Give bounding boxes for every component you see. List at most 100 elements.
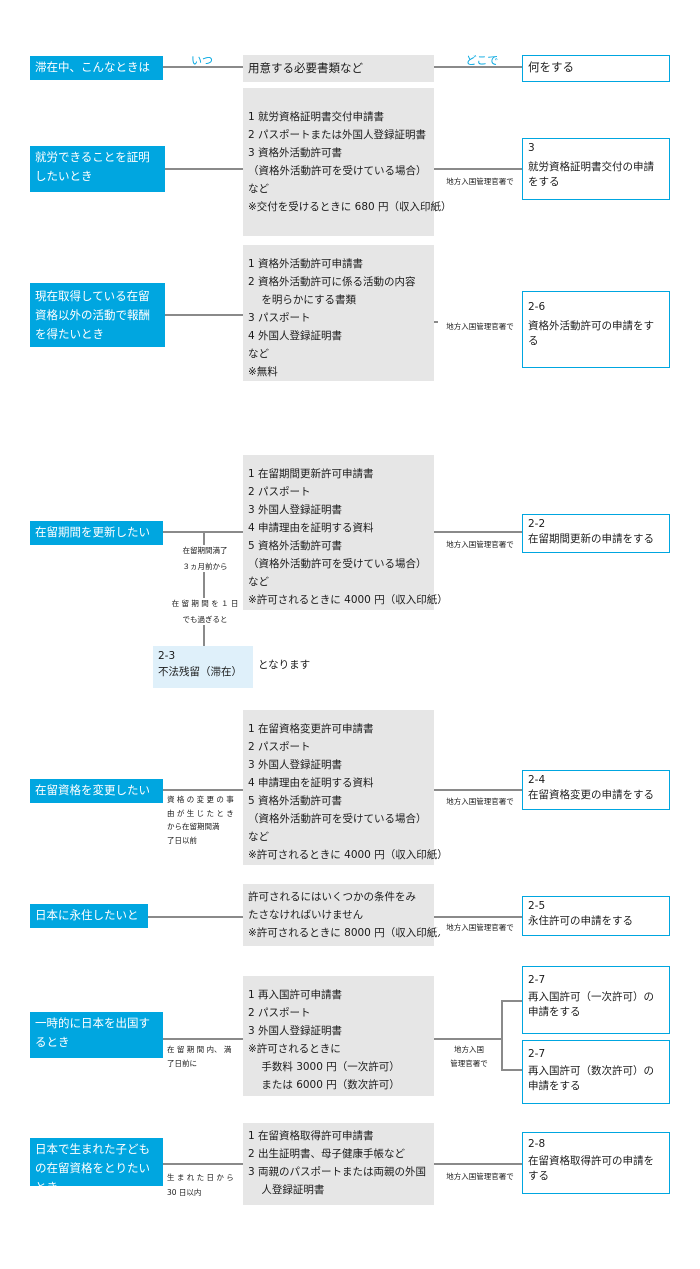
doc-item: 3 外国人登録証明書 bbox=[248, 759, 343, 771]
timing-note: 生 ま れ た 日 か ら 30 日以内 bbox=[167, 1172, 241, 1198]
doc-item: 5 資格外活動許可書 bbox=[248, 795, 343, 807]
situation-box: 在留期間を更新したいとき bbox=[30, 521, 163, 558]
situation-box: 日本に永住したいとき bbox=[30, 904, 148, 941]
result-text: 永住許可の申請をする bbox=[528, 915, 633, 927]
result-number: 2-7 bbox=[528, 1048, 546, 1060]
connector-line bbox=[163, 1038, 243, 1040]
doc-item: を明らかにする書類 bbox=[248, 294, 356, 306]
timing-text: から在留期間満 bbox=[167, 822, 220, 831]
office-label: 地方入国管理官署で bbox=[438, 176, 522, 188]
doc-item: 1 再入国許可申請書 bbox=[248, 989, 343, 1001]
doc-item: 2 パスポートまたは外国人登録証明書 bbox=[248, 129, 427, 141]
connector-line bbox=[501, 1069, 522, 1071]
doc-item: など bbox=[248, 576, 269, 588]
doc-item: ※許可されるときに bbox=[248, 1043, 341, 1055]
situation-text: 現在取得している在留資格以外の活動で報酬を得たいとき bbox=[35, 289, 150, 341]
documents-list: 1 在留資格変更許可申請書 2 パスポート 3 外国人登録証明書 4 申請理由を… bbox=[243, 710, 448, 865]
timing-note: 資 格 の 変 更 の 事 由 が 生 じ た と き から在留期間満 了日以前 bbox=[167, 794, 241, 846]
result-text: 就労資格証明書交付の申請をする bbox=[528, 161, 654, 188]
doc-item: 4 外国人登録証明書 bbox=[248, 330, 343, 342]
connector-line bbox=[434, 168, 522, 170]
header-docs: 用意する必要書類など bbox=[243, 55, 434, 82]
doc-note: ※許可されるときに 4000 円（収入印紙） bbox=[248, 849, 448, 861]
doc-item: 3 パスポート bbox=[248, 312, 311, 324]
result-text: 在留資格変更の申請をする bbox=[528, 789, 654, 801]
situation-text: 就労できることを証明したいとき bbox=[35, 150, 150, 183]
situation-text: 一時的に日本を出国するとき bbox=[35, 1016, 150, 1049]
header-title: 滞在中、こんなときは bbox=[30, 56, 163, 80]
timing-text: 資 格 の 変 更 の 事 bbox=[167, 795, 234, 804]
result-number: 2-5 bbox=[528, 900, 546, 912]
doc-item: 許可されるにはいくつかの条件をみ bbox=[248, 891, 416, 903]
result-box: 2-7 再入国許可（数次許可）の申請をする bbox=[522, 1040, 670, 1104]
result-number: 2-6 bbox=[528, 301, 546, 313]
connector-line bbox=[434, 789, 522, 791]
doc-item: 人登録証明書 bbox=[248, 1184, 325, 1196]
illegal-number: 2-3 bbox=[158, 650, 176, 662]
documents-list: 1 在留資格取得許可申請書 2 出生証明書、母子健康手帳など 3 両親のパスポー… bbox=[243, 1123, 434, 1205]
office-label: 地方入国管理官署で bbox=[438, 321, 522, 333]
doc-item: または 6000 円（数次許可） bbox=[248, 1079, 400, 1091]
timing-text: でも過ぎると bbox=[182, 614, 228, 624]
documents-list: 1 再入国許可申請書 2 パスポート 3 外国人登録証明書 ※許可されるときに … bbox=[243, 976, 434, 1096]
illegal-stay-box: 2-3 不法残留（滞在） bbox=[153, 646, 253, 688]
situation-box: 就労できることを証明したいとき bbox=[30, 146, 165, 192]
doc-item: 2 パスポート bbox=[248, 1007, 311, 1019]
result-number: 3 bbox=[528, 142, 535, 154]
connector-line bbox=[501, 1000, 522, 1002]
office-label-line: 地方入国 bbox=[454, 1045, 484, 1054]
connector-line bbox=[165, 168, 243, 170]
doc-item: 3 外国人登録証明書 bbox=[248, 1025, 343, 1037]
doc-item: （資格外活動許可を受けている場合） bbox=[248, 165, 427, 177]
doc-item: 1 在留資格取得許可申請書 bbox=[248, 1130, 374, 1142]
result-box: 2-8 在留資格取得許可の申請をする bbox=[522, 1132, 670, 1194]
documents-list: 1 資格外活動許可申請書 2 資格外活動許可に係る活動の内容 を明らかにする書類… bbox=[243, 245, 434, 381]
result-text: 在留資格取得許可の申請をする bbox=[528, 1155, 654, 1182]
doc-item: 2 パスポート bbox=[248, 486, 311, 498]
connector-line bbox=[165, 314, 243, 316]
doc-note: ※無料 bbox=[248, 366, 278, 378]
connector-line bbox=[148, 916, 243, 918]
timing-note: 在 留 期 間 内、 満 了日前に bbox=[167, 1044, 241, 1069]
result-text: 再入国許可（数次許可）の申請をする bbox=[528, 1065, 654, 1092]
result-box: 3 就労資格証明書交付の申請をする bbox=[522, 138, 670, 200]
documents-list: 1 就労資格証明書交付申請書 2 パスポートまたは外国人登録証明書 3 資格外活… bbox=[243, 88, 452, 236]
result-box: 2-4 在留資格変更の申請をする bbox=[522, 770, 670, 810]
connector-line bbox=[163, 1163, 243, 1165]
result-box: 2-6 資格外活動許可の申請をする bbox=[522, 291, 670, 368]
header-when: いつ bbox=[191, 54, 213, 67]
connector-line bbox=[163, 66, 243, 68]
doc-item: 手数料 3000 円（一次許可） bbox=[248, 1061, 400, 1073]
doc-item: 3 資格外活動許可書 bbox=[248, 147, 343, 159]
situation-box: 一時的に日本を出国するとき bbox=[30, 1012, 163, 1058]
result-box: 2-5 永住許可の申請をする bbox=[522, 896, 670, 936]
result-number: 2-4 bbox=[528, 774, 546, 786]
illegal-suffix: となります bbox=[258, 659, 311, 671]
connector-line bbox=[501, 1000, 503, 1070]
timing-text: 在 留 期 間 を １ 日 bbox=[171, 599, 239, 608]
office-label: 地方入国管理官署で bbox=[438, 1171, 522, 1183]
doc-item: （資格外活動許可を受けている場合） bbox=[248, 558, 427, 570]
doc-item: 4 申請理由を証明する資料 bbox=[248, 522, 374, 534]
doc-item: たさなければいけません bbox=[248, 909, 364, 921]
office-label: 地方入国管理官署で bbox=[438, 539, 522, 551]
connector-line bbox=[203, 531, 205, 647]
result-box: 2-2 在留期間更新の申請をする bbox=[522, 514, 670, 553]
doc-item: 2 出生証明書、母子健康手帳など bbox=[248, 1148, 406, 1160]
timing-text: 在留期間満了 bbox=[182, 546, 228, 555]
timing-text: 了日以前 bbox=[167, 835, 197, 845]
header-what: 何をする bbox=[522, 55, 670, 82]
doc-item: 2 パスポート bbox=[248, 741, 311, 753]
result-text: 再入国許可（一次許可）の申請をする bbox=[528, 991, 654, 1018]
timing-text: 由 が 生 じ た と き bbox=[167, 808, 234, 818]
doc-item: 1 就労資格証明書交付申請書 bbox=[248, 111, 385, 123]
connector-line bbox=[163, 789, 243, 791]
timing-text: 30 日以内 bbox=[167, 1187, 202, 1197]
result-box: 2-7 再入国許可（一次許可）の申請をする bbox=[522, 966, 670, 1034]
result-number: 2-2 bbox=[528, 518, 546, 530]
timing-text: ３ヵ月前から bbox=[182, 561, 228, 571]
result-number: 2-7 bbox=[528, 974, 546, 986]
connector-line bbox=[434, 531, 522, 533]
doc-item: 4 申請理由を証明する資料 bbox=[248, 777, 374, 789]
documents-list: 1 在留期間更新許可申請書 2 パスポート 3 外国人登録証明書 4 申請理由を… bbox=[243, 455, 448, 610]
